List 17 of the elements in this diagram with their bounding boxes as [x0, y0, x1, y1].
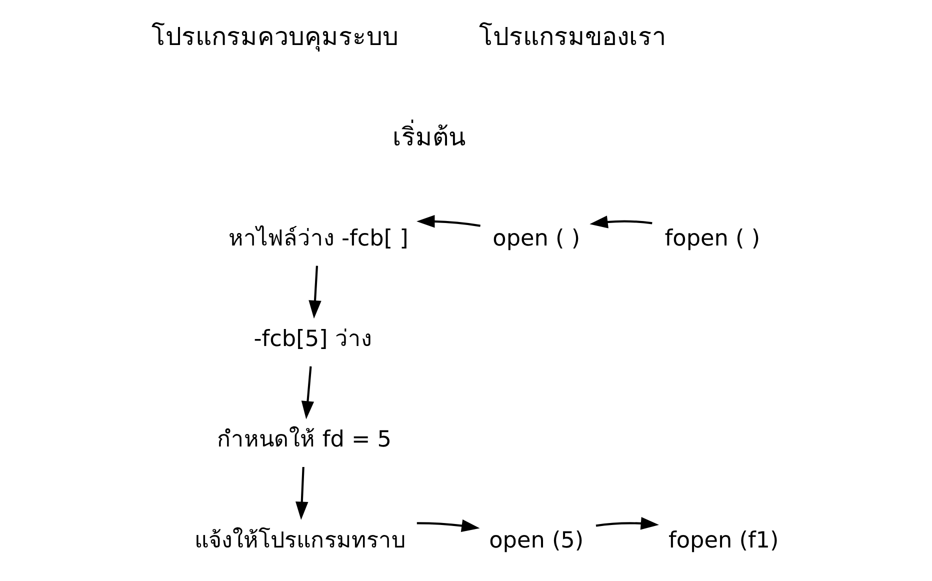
arrow: [416, 215, 480, 228]
node-text: หาไฟล์ว่าง -fcb[ ]: [228, 226, 408, 252]
arrow: [300, 366, 314, 420]
node-text: open (5): [488, 527, 584, 554]
node-text: fopen ( ): [664, 226, 760, 252]
arrow: [589, 216, 652, 228]
node-text: แจ้งให้โปรแกรมทราบ: [194, 527, 406, 554]
arrow: [416, 519, 480, 532]
node-text: -fcb[5] ว่าง: [253, 326, 372, 352]
label: โปรแกรมของเรา: [478, 22, 666, 52]
node-text: open ( ): [492, 226, 580, 252]
arrow: [308, 266, 321, 319]
arrow: [595, 517, 658, 530]
node-text: กำหนดให้ fd = 5: [216, 426, 392, 453]
label: โปรแกรมควบคุมระบบ: [151, 22, 398, 52]
node-text: fopen (f1): [668, 527, 778, 554]
arrow: [295, 466, 308, 520]
